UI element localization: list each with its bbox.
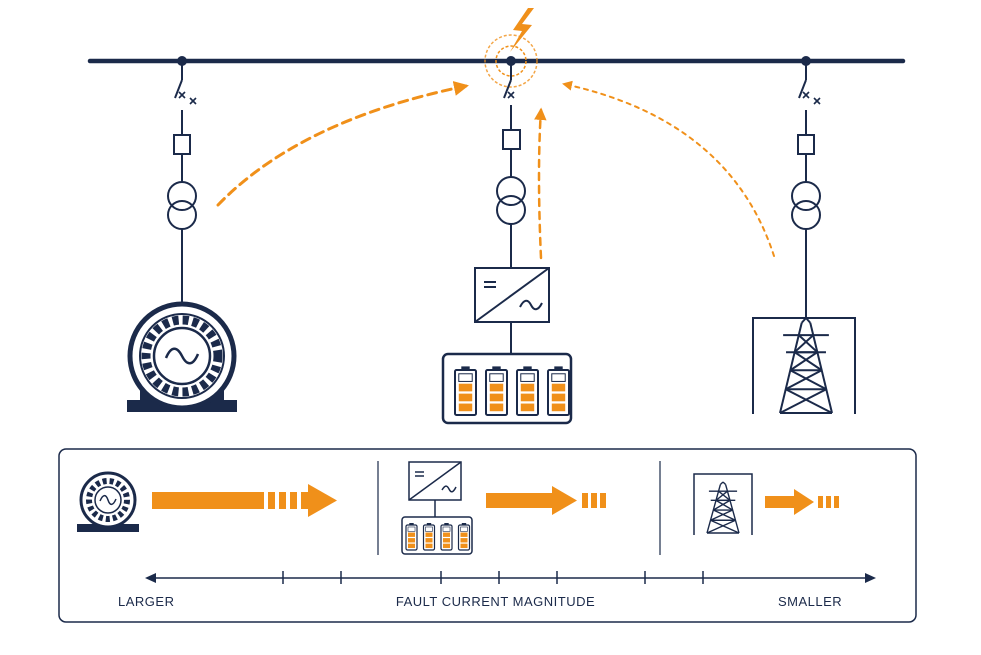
legend-arrow-large — [152, 484, 337, 517]
feeder-generator — [167, 61, 197, 310]
legend-grid-tower-icon — [693, 473, 753, 535]
battery-cell — [422, 523, 436, 551]
legend-panel — [58, 448, 917, 623]
legend-arrow-medium — [486, 486, 606, 515]
lightning-bolt-icon — [510, 8, 534, 52]
axis-label-smaller: SMALLER — [778, 594, 843, 609]
battery-cell — [547, 366, 570, 416]
legend-battery-cells — [405, 523, 471, 551]
battery-cell — [516, 366, 539, 416]
arrow-grid — [562, 80, 775, 257]
feeder-grid — [791, 61, 821, 318]
battery-cell — [440, 523, 453, 551]
breaker-box — [173, 134, 191, 155]
fault-point — [484, 8, 538, 88]
transformer-icon — [167, 181, 197, 230]
axis-label-larger: LARGER — [118, 594, 175, 609]
disconnector-cross-icon — [178, 91, 197, 105]
legend-generator-icon — [77, 471, 139, 532]
legend-inverter-icon — [401, 461, 473, 555]
battery-cell — [457, 523, 471, 551]
inverter-icon — [474, 267, 550, 323]
battery-cells — [454, 366, 570, 416]
legend-arrow-small — [765, 489, 839, 515]
axis-label-fault-current: FAULT CURRENT MAGNITUDE — [395, 594, 596, 609]
arrow-inverter — [534, 107, 547, 260]
fault-current-arrows — [216, 80, 775, 260]
feeder-inverter — [496, 61, 526, 354]
arrow-generator — [216, 81, 469, 207]
battery-cell — [454, 366, 477, 416]
synchronous-generator-icon — [127, 301, 237, 412]
transmission-tower-grid-icon — [752, 317, 856, 414]
battery-cell — [405, 523, 418, 551]
battery-cell — [485, 366, 508, 416]
magnitude-axis — [145, 571, 876, 584]
